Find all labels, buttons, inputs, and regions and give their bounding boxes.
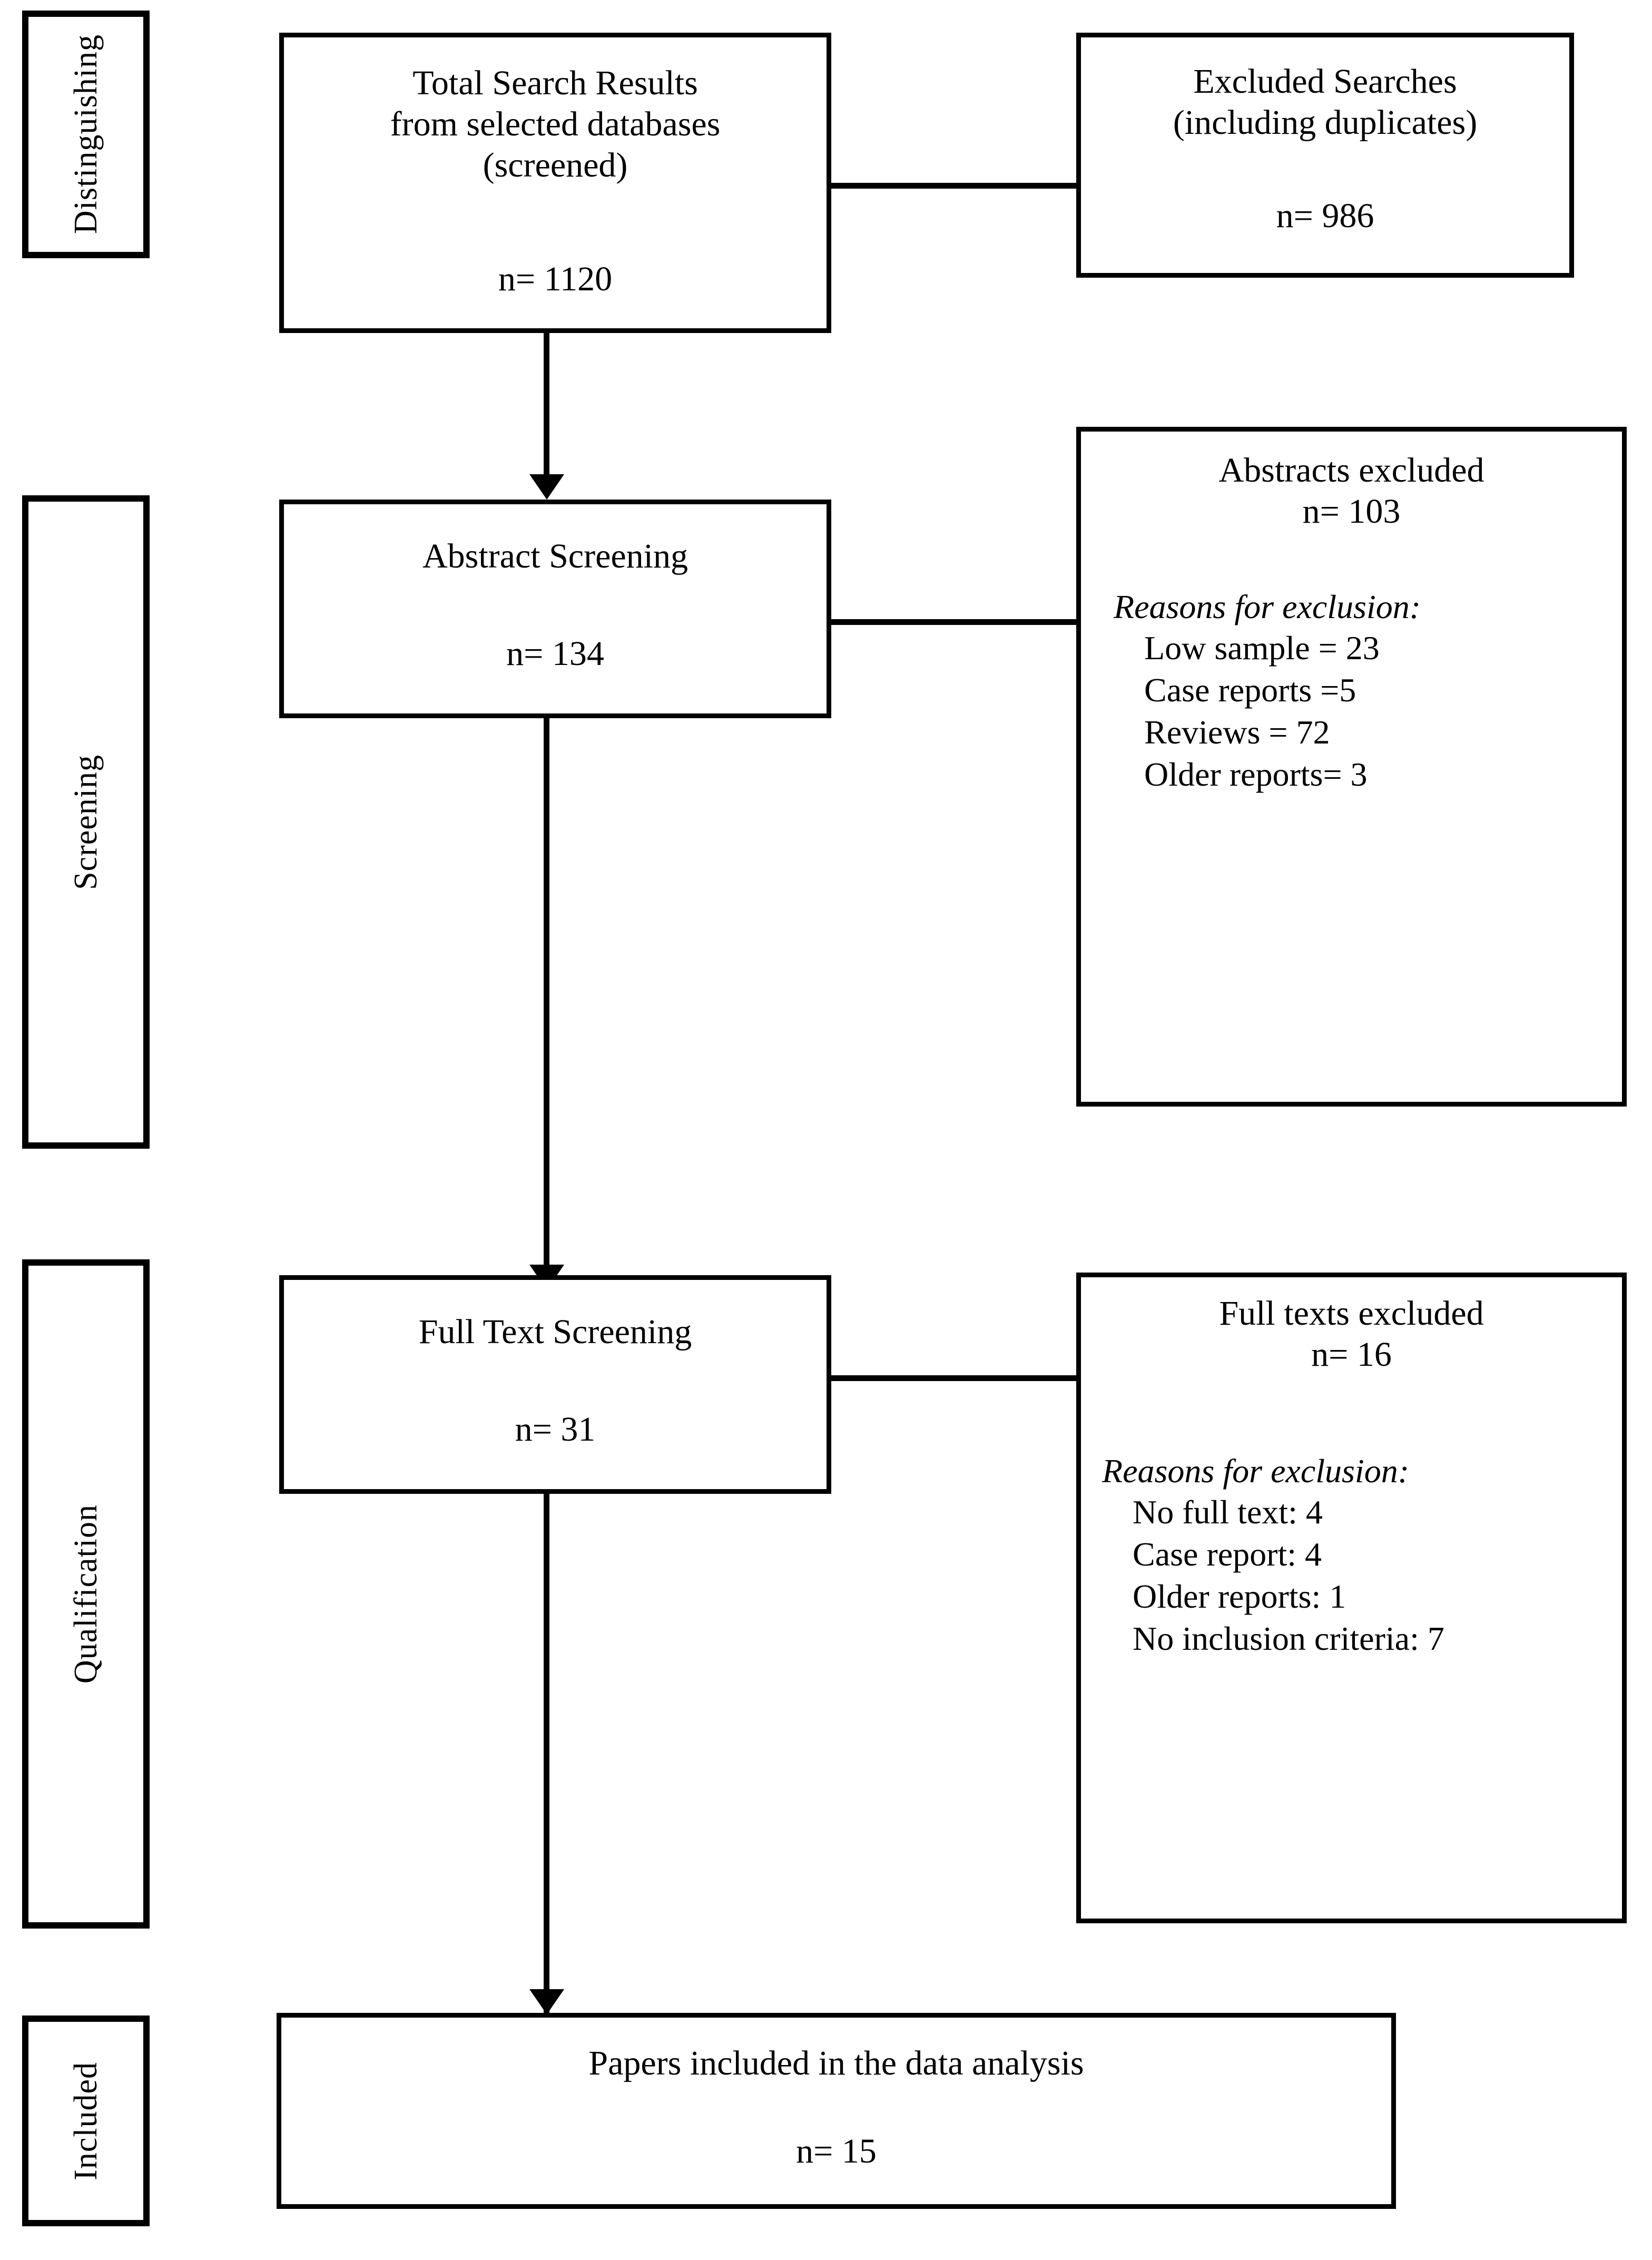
box-full-text-screening-title: Full Text Screening bbox=[284, 1312, 827, 1353]
box-abstract-screening-count: n= 134 bbox=[284, 633, 827, 674]
box-full-texts-excluded-reason-1: No full text: 4 bbox=[1133, 1493, 1323, 1531]
connector-fulltext-to-fulltexts-excluded bbox=[827, 1375, 1080, 1381]
box-total-search-results-count: n= 1120 bbox=[284, 259, 827, 300]
box-papers-included-line-1: Papers included in the data analysis bbox=[588, 2044, 1084, 2082]
box-total-search-results-line-1: Total Search Results bbox=[412, 64, 698, 102]
box-full-texts-excluded-count-text: n= 16 bbox=[1311, 1335, 1392, 1374]
box-excluded-searches-line-2: (including duplicates) bbox=[1173, 103, 1478, 142]
connector-abstract-to-fulltext bbox=[544, 711, 549, 1291]
box-full-text-screening-line-1: Full Text Screening bbox=[418, 1313, 692, 1351]
box-full-text-screening-count: n= 31 bbox=[284, 1409, 827, 1450]
connector-total-to-excluded bbox=[827, 183, 1080, 189]
box-papers-included: Papers included in the data analysis n= … bbox=[277, 2013, 1396, 2209]
box-total-search-results-line-2: from selected databases bbox=[390, 104, 721, 143]
box-papers-included-count: n= 15 bbox=[281, 2131, 1391, 2172]
box-total-search-results-title: Total Search Results from selected datab… bbox=[284, 63, 827, 186]
box-full-text-screening-count-text: n= 31 bbox=[515, 1410, 596, 1449]
stage-label-screening-text: Screening bbox=[68, 754, 104, 890]
box-excluded-searches-line-1: Excluded Searches bbox=[1193, 62, 1457, 101]
stage-label-included: Included bbox=[22, 2016, 150, 2226]
box-total-search-results-count-text: n= 1120 bbox=[498, 260, 613, 298]
stage-label-distinguishing-text: Distinguishing bbox=[68, 34, 104, 234]
box-full-text-screening: Full Text Screening n= 31 bbox=[279, 1275, 831, 1494]
box-full-texts-excluded-reasons: Reasons for exclusion: No full text: 4 C… bbox=[1081, 1451, 1622, 1660]
stage-label-distinguishing: Distinguishing bbox=[22, 11, 150, 258]
connector-abstract-to-abstracts-excluded bbox=[827, 619, 1080, 625]
stage-label-screening: Screening bbox=[22, 495, 150, 1149]
box-full-texts-excluded-title: Full texts excluded n= 16 bbox=[1081, 1293, 1622, 1375]
box-papers-included-title: Papers included in the data analysis bbox=[281, 2043, 1391, 2084]
arrowhead-papers-included bbox=[529, 1989, 564, 2014]
stage-label-qualification: Qualification bbox=[22, 1259, 150, 1929]
box-abstract-screening-line-1: Abstract Screening bbox=[422, 537, 688, 575]
box-abstracts-excluded-reasons-heading: Reasons for exclusion: bbox=[1114, 588, 1421, 625]
connector-total-to-abstract bbox=[544, 332, 549, 495]
box-full-texts-excluded-reason-2: Case report: 4 bbox=[1133, 1535, 1322, 1573]
box-abstracts-excluded-reason-4: Older reports= 3 bbox=[1144, 755, 1368, 793]
box-papers-included-count-text: n= 15 bbox=[796, 2132, 877, 2170]
box-abstracts-excluded-count-text: n= 103 bbox=[1302, 492, 1401, 531]
box-abstracts-excluded: Abstracts excluded n= 103 Reasons for ex… bbox=[1076, 427, 1627, 1107]
box-full-texts-excluded-line-1: Full texts excluded bbox=[1219, 1294, 1484, 1333]
box-excluded-searches-count-text: n= 986 bbox=[1276, 197, 1374, 235]
box-full-texts-excluded-reason-4: No inclusion criteria: 7 bbox=[1133, 1619, 1444, 1657]
box-abstract-screening: Abstract Screening n= 134 bbox=[279, 500, 831, 718]
box-excluded-searches-title: Excluded Searches (including duplicates) bbox=[1081, 61, 1569, 143]
box-full-texts-excluded: Full texts excluded n= 16 Reasons for ex… bbox=[1076, 1273, 1627, 1923]
box-abstracts-excluded-reason-2: Case reports =5 bbox=[1144, 671, 1356, 709]
box-abstract-screening-count-text: n= 134 bbox=[506, 634, 604, 673]
box-abstracts-excluded-reason-3: Reviews = 72 bbox=[1144, 713, 1330, 751]
box-total-search-results: Total Search Results from selected datab… bbox=[279, 33, 831, 333]
box-abstracts-excluded-title: Abstracts excluded n= 103 bbox=[1081, 450, 1622, 532]
stage-label-included-text: Included bbox=[68, 2061, 104, 2180]
box-excluded-searches: Excluded Searches (including duplicates)… bbox=[1076, 33, 1574, 278]
box-abstract-screening-title: Abstract Screening bbox=[284, 536, 827, 577]
box-abstracts-excluded-reason-1: Low sample = 23 bbox=[1144, 629, 1380, 667]
box-abstracts-excluded-line-1: Abstracts excluded bbox=[1218, 451, 1484, 490]
box-total-search-results-line-3: (screened) bbox=[483, 145, 628, 184]
arrowhead-abstract-screening bbox=[529, 474, 564, 500]
stage-label-qualification-text: Qualification bbox=[68, 1504, 104, 1684]
box-abstracts-excluded-reasons: Reasons for exclusion: Low sample = 23 C… bbox=[1081, 587, 1622, 796]
connector-fulltext-to-included bbox=[544, 1491, 549, 2018]
box-full-texts-excluded-reasons-heading: Reasons for exclusion: bbox=[1102, 1452, 1409, 1490]
box-full-texts-excluded-reason-3: Older reports: 1 bbox=[1133, 1577, 1346, 1615]
box-excluded-searches-count: n= 986 bbox=[1081, 195, 1569, 237]
